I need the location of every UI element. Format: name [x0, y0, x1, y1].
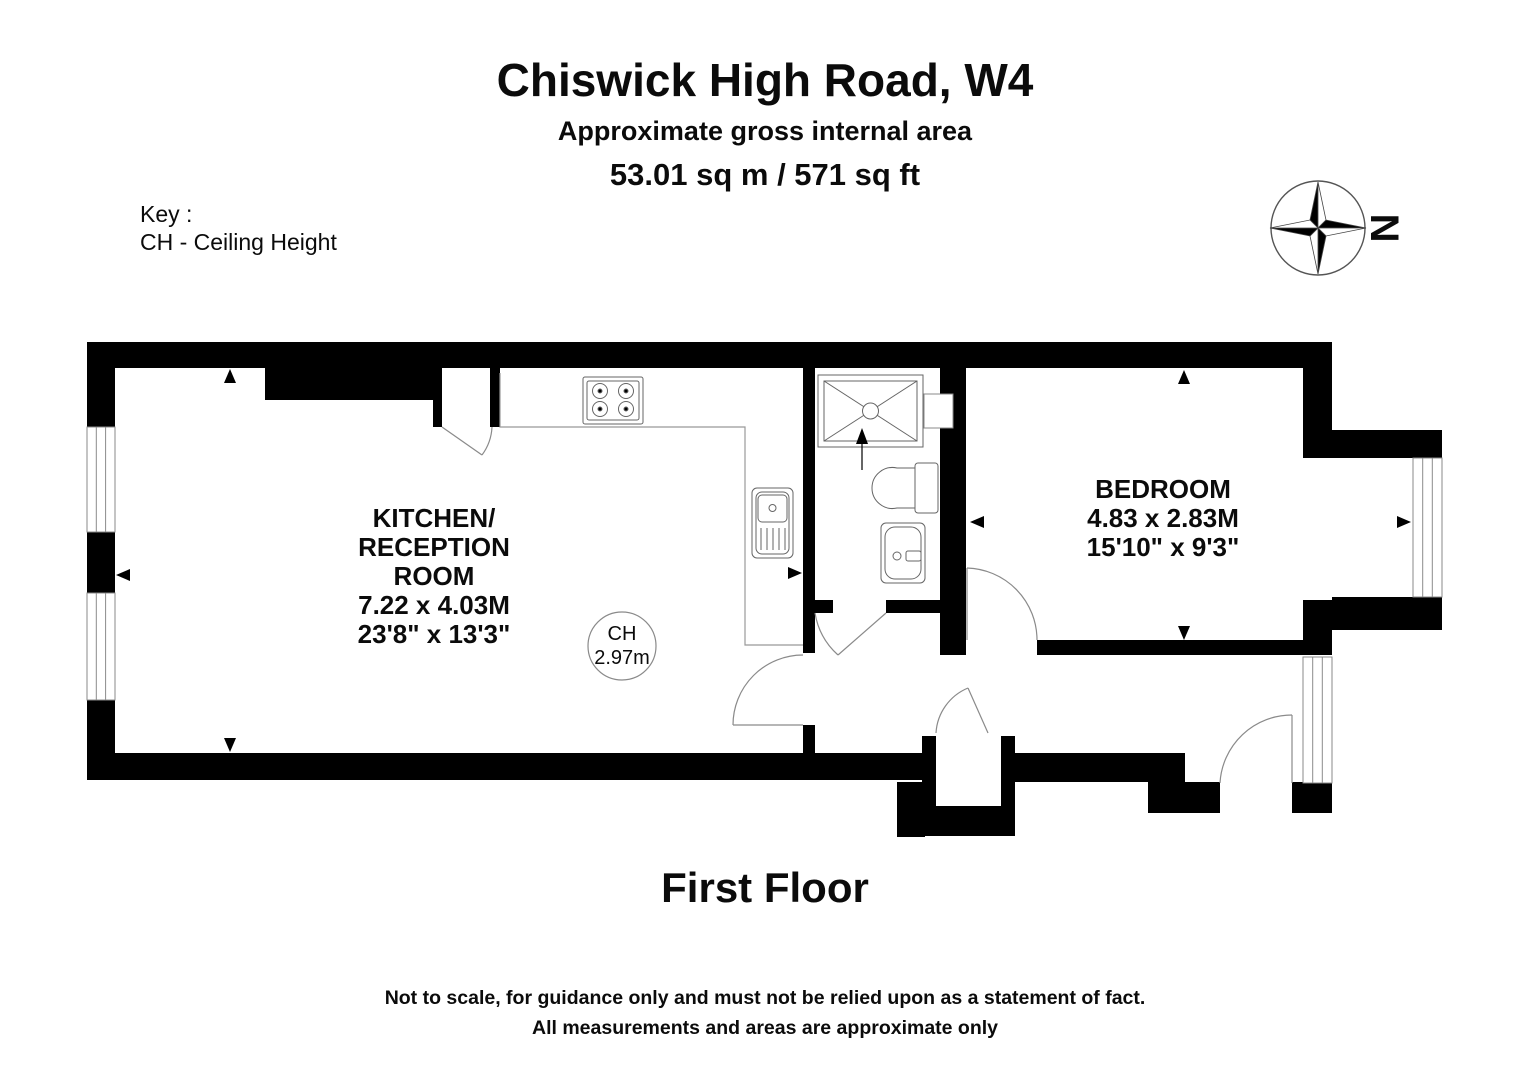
window-left-lower — [86, 592, 116, 701]
kitchen-label-line2: RECEPTION — [358, 532, 510, 562]
arrow-right-icon — [1397, 516, 1411, 528]
floor-label: First Floor — [661, 864, 869, 911]
wall-porch-bottom — [922, 806, 1015, 836]
disclaimer-line2: All measurements and areas are approxima… — [532, 1017, 998, 1039]
kitchen-dims-metric: 7.22 x 4.03M — [358, 590, 510, 620]
wall-hall-step — [1148, 782, 1220, 813]
kitchen-counter — [499, 373, 803, 646]
doors — [441, 426, 1293, 784]
wall-porch-right — [1001, 736, 1015, 808]
kitchen-dims-imperial: 23'8" x 13'3" — [358, 619, 511, 649]
ceiling-height-value: 2.97m — [594, 647, 650, 669]
arrow-shower-icon — [856, 428, 868, 444]
wall-niche — [923, 393, 954, 429]
kitchen-label-line1: KITCHEN/ — [373, 503, 496, 533]
wall-bottom — [87, 753, 922, 780]
key-entry: CH - Ceiling Height — [140, 229, 337, 255]
window-left-upper — [86, 426, 116, 533]
wall-hall-right — [1292, 782, 1332, 813]
door-jamb — [490, 368, 500, 427]
ceiling-height-badge: CH 2.97m — [587, 611, 657, 681]
compass-north-label: N — [1362, 214, 1406, 243]
window-bedroom-bay — [1412, 457, 1443, 598]
key-label: Key : — [140, 201, 192, 227]
wall-stub — [803, 725, 815, 753]
door-bathroom — [814, 612, 887, 656]
wall-bathroom-bottom — [815, 600, 833, 613]
bedroom-dims-metric: 4.83 x 2.83M — [1087, 503, 1239, 533]
hob-icon — [582, 376, 644, 425]
page-title: Chiswick High Road, W4 — [497, 54, 1034, 106]
shower-icon — [817, 374, 924, 448]
wall-bedroom-bottom — [1037, 640, 1307, 655]
door-bedroom — [966, 567, 1038, 641]
toilet-icon — [871, 462, 939, 514]
wall-bay-top — [1332, 430, 1442, 458]
arrow-left-icon — [970, 516, 984, 528]
wall-kitchen-bathroom — [803, 368, 815, 653]
wall-top-step — [265, 368, 433, 400]
area-text: 53.01 sq m / 571 sq ft — [610, 157, 920, 192]
wall-hall-bottom — [1015, 753, 1185, 782]
walls — [87, 342, 1442, 837]
bedroom-label: BEDROOM — [1095, 474, 1231, 504]
arrow-up-icon — [1178, 370, 1190, 384]
arrow-right-icon — [788, 567, 802, 579]
basin-icon — [880, 522, 926, 584]
wall-porch-side — [897, 782, 925, 837]
window-hall — [1302, 656, 1333, 784]
page-subtitle: Approximate gross internal area — [558, 116, 973, 146]
compass-icon: N — [1269, 180, 1406, 276]
disclaimer-line1: Not to scale, for guidance only and must… — [385, 987, 1146, 1009]
door-hall-right — [1219, 714, 1293, 784]
kitchen-label-line3: ROOM — [394, 561, 475, 591]
sink-icon — [751, 487, 794, 559]
door-kitchen-entry — [441, 426, 493, 456]
ceiling-height-label: CH — [608, 623, 637, 645]
arrow-down-icon — [224, 738, 236, 752]
wall-top — [87, 342, 1332, 368]
wall-bay-bottom — [1332, 597, 1442, 630]
door-jamb — [433, 368, 442, 427]
door-entrance-porch — [935, 687, 989, 734]
wall-left — [87, 342, 115, 427]
arrow-left-icon — [116, 569, 130, 581]
door-reception-hall — [732, 654, 804, 726]
wall-bedroom-right — [1303, 342, 1332, 458]
wall-pier — [1303, 600, 1332, 655]
wall-porch-left — [922, 736, 936, 808]
measurement-arrows — [116, 369, 1411, 752]
wall-bathroom-bottom — [886, 600, 940, 613]
wall-left — [87, 532, 115, 593]
bedroom-dims-imperial: 15'10" x 9'3" — [1087, 532, 1240, 562]
windows — [86, 393, 1443, 784]
arrow-down-icon — [1178, 626, 1190, 640]
arrow-up-icon — [224, 369, 236, 383]
